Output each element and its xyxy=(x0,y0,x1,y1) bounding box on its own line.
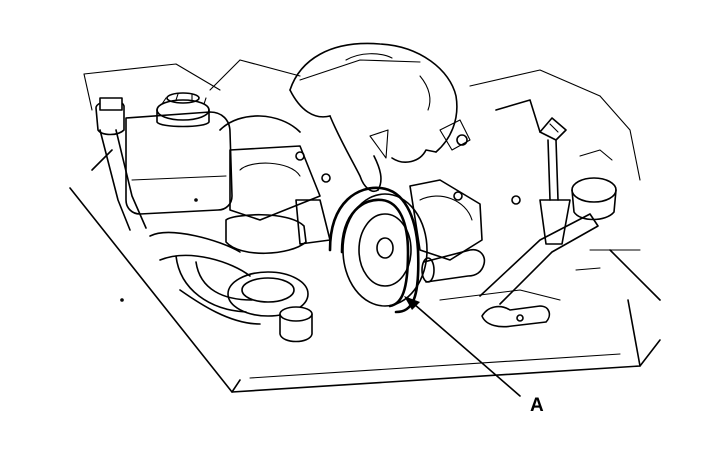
small-marks xyxy=(120,198,198,302)
callout-leader-a xyxy=(404,296,521,397)
drive-belt xyxy=(328,186,420,314)
engine-block xyxy=(209,59,421,255)
hand xyxy=(289,42,458,192)
dipstick xyxy=(539,117,571,245)
left-hose xyxy=(95,97,147,231)
lower-hoses xyxy=(149,231,309,325)
right-components xyxy=(439,99,641,328)
bottom-cap xyxy=(279,306,313,343)
coolant-reservoir xyxy=(125,92,233,215)
callout-label-a: A xyxy=(530,395,544,416)
alternator-assembly xyxy=(342,119,486,307)
engine-bay-outline xyxy=(69,63,661,393)
